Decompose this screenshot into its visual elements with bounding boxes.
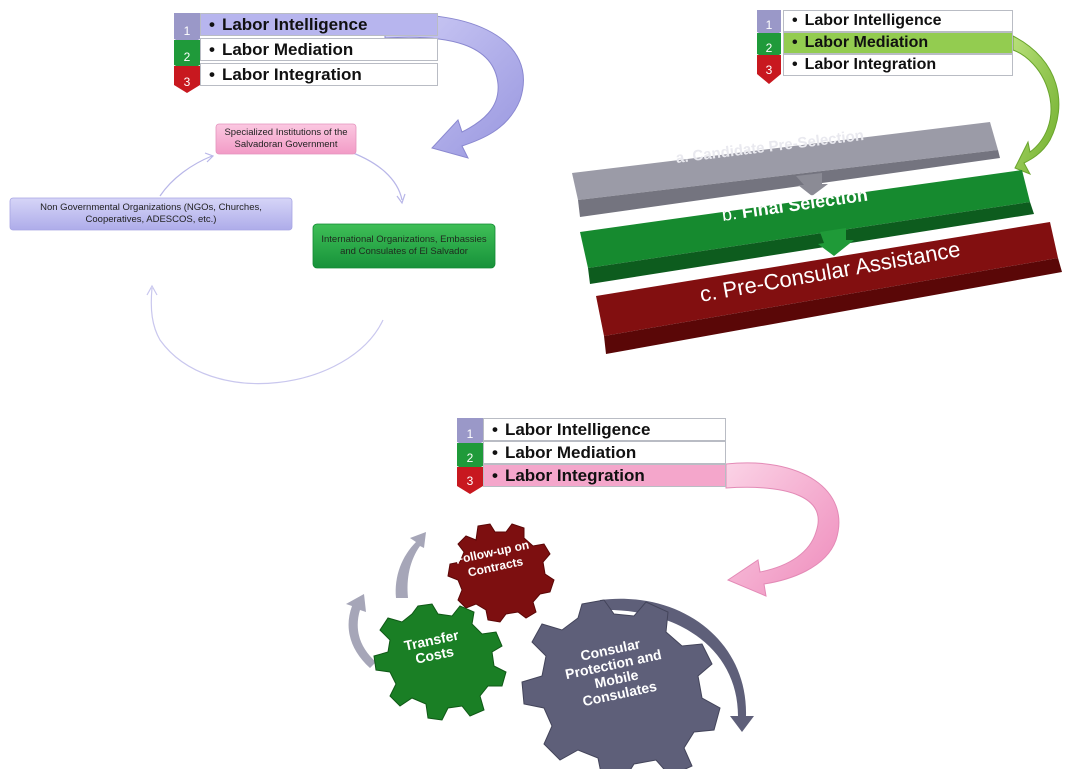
step-chevrons <box>457 418 483 494</box>
bar-final-selection <box>580 170 1034 284</box>
menu-item-labor-integration[interactable]: • Labor Integration <box>200 63 438 86</box>
menu-item-label: Labor Intelligence <box>504 419 651 439</box>
menu-item-label: Labor Intelligence <box>221 14 368 34</box>
step-number-2: 2 <box>183 50 191 64</box>
gear-arrow-gray <box>600 598 754 732</box>
bullet: • <box>792 34 798 51</box>
bullet: • <box>492 419 498 439</box>
menu-item-labor-integration[interactable]: • Labor Integration <box>783 54 1013 76</box>
cycle-box-top <box>215 123 357 155</box>
gear-red-shape <box>447 523 555 623</box>
step-number-1: 1 <box>183 24 191 38</box>
bullet: • <box>492 465 498 485</box>
menu-item-labor-intelligence[interactable]: • Labor Intelligence <box>483 418 726 441</box>
bullet: • <box>792 12 798 29</box>
menu-panel-2: 1 2 3 • Labor Intelligence • Labor Media… <box>755 10 1015 90</box>
menu-item-label: Labor Integration <box>804 56 937 73</box>
menu-item-label: Labor Intelligence <box>804 12 942 29</box>
menu-item-labor-intelligence[interactable]: • Labor Intelligence <box>200 13 438 36</box>
curved-arrow-purple <box>384 14 524 159</box>
menu-panel-3: 1 2 3 • Labor Intelligence • Labor Media… <box>455 418 727 498</box>
menu-panel-1: 1 2 3 • Labor Intelligence • Labor Media… <box>172 13 440 93</box>
bullet: • <box>492 442 498 462</box>
cycle-label-international-organizations: International Organizations, Embassies a… <box>321 234 487 257</box>
step-number-3: 3 <box>765 63 773 77</box>
step-number-3: 3 <box>183 75 191 89</box>
curved-arrow-pink <box>725 462 840 597</box>
bar-label-prefix: b. <box>720 202 744 225</box>
cycle-arrow-left-top <box>159 155 213 197</box>
menu-item-label: Labor Mediation <box>221 39 354 59</box>
cycle-arrow-top-right <box>344 149 403 201</box>
gear-gray-shape <box>521 599 721 769</box>
step-chevrons <box>174 13 200 93</box>
menu-item-labor-mediation[interactable]: • Labor Mediation <box>200 38 438 61</box>
cycle-label-specialized-institutions: Specialized Institutions of the Salvador… <box>224 127 348 150</box>
step-number-2: 2 <box>466 451 474 465</box>
gear-arrow-green <box>346 594 376 668</box>
cycle-box-right <box>312 223 496 269</box>
menu-item-labor-mediation[interactable]: • Labor Mediation <box>483 441 726 464</box>
bullet: • <box>209 39 215 59</box>
step-number-1: 1 <box>765 18 773 32</box>
menu-item-labor-integration[interactable]: • Labor Integration <box>483 464 726 487</box>
bullet: • <box>209 64 215 84</box>
bar-arrow-b <box>818 228 854 256</box>
menu-item-labor-intelligence[interactable]: • Labor Intelligence <box>783 10 1013 32</box>
bullet: • <box>209 14 215 34</box>
gear-arrow-red <box>395 532 426 598</box>
step-number-1: 1 <box>466 427 474 441</box>
step-number-2: 2 <box>765 41 773 55</box>
cycle-box-left <box>9 197 293 231</box>
curved-arrow-green <box>1012 35 1060 175</box>
bullet: • <box>792 56 798 73</box>
bar-candidate-preselection <box>572 122 1000 217</box>
menu-item-labor-mediation[interactable]: • Labor Mediation <box>783 32 1013 54</box>
menu-item-label: Labor Mediation <box>504 442 637 462</box>
menu-item-label: Labor Integration <box>221 64 362 84</box>
bar-pre-consular <box>596 222 1062 354</box>
menu-item-label: Labor Mediation <box>804 34 929 51</box>
bar-arrow-a <box>796 173 828 196</box>
step-number-3: 3 <box>466 474 474 488</box>
cycle-label-ngos: Non Governmental Organizations (NGOs, Ch… <box>40 202 262 225</box>
cycle-arrow-bottom <box>150 287 384 385</box>
step-chevrons <box>757 10 781 84</box>
menu-item-label: Labor Integration <box>504 465 645 485</box>
gear-green-shape <box>373 603 507 721</box>
